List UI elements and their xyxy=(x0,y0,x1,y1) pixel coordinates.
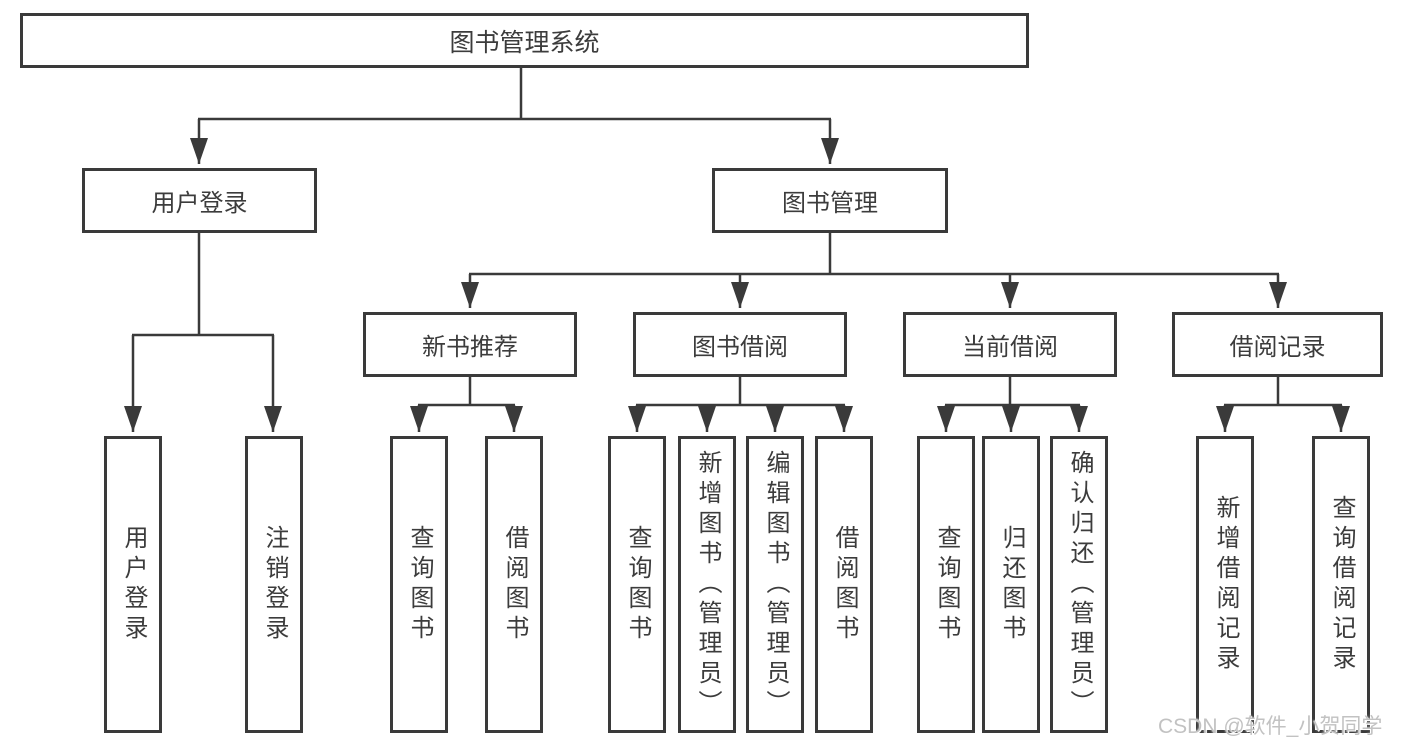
node-user-login: 用户登录 xyxy=(82,168,317,233)
node-label: 图书管理系统 xyxy=(449,28,600,57)
leaf-query-borrow-record: 查询借阅记录 xyxy=(1312,436,1370,733)
leaf-edit-books-admin: 编辑图书（管理员） xyxy=(746,436,804,733)
node-book-borrow: 图书借阅 xyxy=(633,312,847,377)
leaf-query-books-3: 查询图书 xyxy=(917,436,975,733)
leaf-query-books-2: 查询图书 xyxy=(608,436,666,733)
node-label: 当前借阅 xyxy=(962,334,1058,361)
leaf-add-books-admin: 新增图书（管理员） xyxy=(678,436,736,733)
leaf-label: 归还图书 xyxy=(998,524,1025,645)
node-current-borrow: 当前借阅 xyxy=(903,312,1117,377)
leaf-label: 查询图书 xyxy=(406,524,433,645)
node-new-book-recommend: 新书推荐 xyxy=(363,312,577,377)
node-library-management-system: 图书管理系统 xyxy=(20,13,1029,68)
leaf-label: 借阅图书 xyxy=(831,524,858,645)
leaf-label: 确认归还（管理员） xyxy=(1066,449,1093,720)
leaf-label: 借阅图书 xyxy=(501,524,528,645)
node-label: 用户登录 xyxy=(151,190,248,217)
leaf-label: 查询借阅记录 xyxy=(1328,494,1355,675)
leaf-label: 用户登录 xyxy=(120,524,147,645)
node-label: 新书推荐 xyxy=(422,334,518,361)
leaf-label: 新增借阅记录 xyxy=(1212,494,1239,675)
leaf-user-login: 用户登录 xyxy=(104,436,162,733)
leaf-add-borrow-record: 新增借阅记录 xyxy=(1196,436,1254,733)
leaf-borrow-books-2: 借阅图书 xyxy=(815,436,873,733)
leaf-label: 查询图书 xyxy=(624,524,651,645)
leaf-label: 注销登录 xyxy=(261,524,288,645)
leaf-logout: 注销登录 xyxy=(245,436,303,733)
csdn-watermark: CSDN @软件_小贺同学 xyxy=(1158,715,1383,738)
leaf-label: 编辑图书（管理员） xyxy=(762,449,789,720)
node-label: 图书借阅 xyxy=(692,334,788,361)
leaf-return-books: 归还图书 xyxy=(982,436,1040,733)
leaf-query-books-1: 查询图书 xyxy=(390,436,448,733)
leaf-borrow-books-1: 借阅图书 xyxy=(485,436,543,733)
node-book-management: 图书管理 xyxy=(712,168,948,233)
leaf-label: 查询图书 xyxy=(933,524,960,645)
node-label: 借阅记录 xyxy=(1229,334,1326,361)
leaf-confirm-return-admin: 确认归还（管理员） xyxy=(1050,436,1108,733)
node-borrow-records: 借阅记录 xyxy=(1172,312,1383,377)
node-label: 图书管理 xyxy=(782,190,878,217)
leaf-label: 新增图书（管理员） xyxy=(694,449,721,720)
